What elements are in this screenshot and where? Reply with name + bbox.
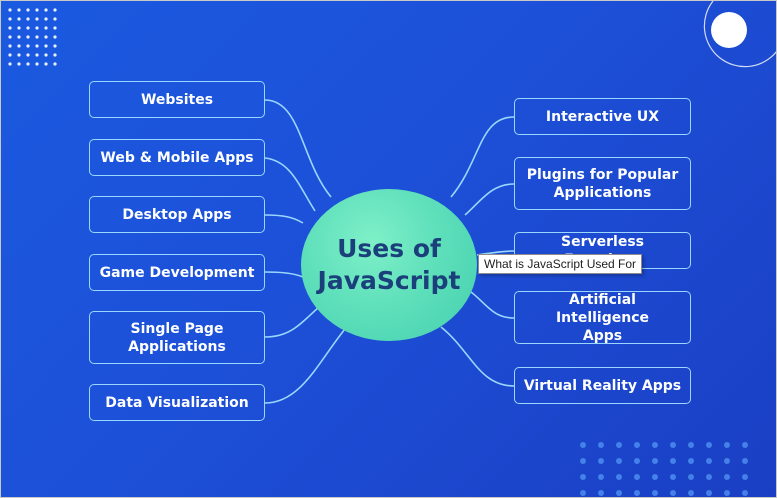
dot-pattern-top-left	[8, 8, 57, 66]
node-label-line-1: Single Page	[130, 320, 224, 337]
node-label: Websites	[140, 91, 214, 108]
node-label: Data Visualization	[105, 394, 249, 411]
node-game-development: Game Development	[89, 254, 265, 291]
node-plugins-for-popular-applications: Plugins for Popular Applications	[514, 157, 691, 210]
node-label: Desktop Apps	[122, 206, 232, 223]
node-label-line-1: Plugins for Popular	[526, 166, 679, 183]
node-desktop-apps: Desktop Apps	[89, 196, 265, 233]
connector-data-viz	[264, 328, 346, 404]
node-web-mobile-apps: Web & Mobile Apps	[89, 139, 265, 176]
connector-web-mobile	[264, 157, 316, 212]
node-data-visualization: Data Visualization	[89, 384, 265, 421]
center-title-line-2: JavaScript	[317, 266, 461, 295]
node-label-line-2: Applications	[553, 184, 652, 201]
node-virtual-reality-apps: Virtual Reality Apps	[514, 367, 691, 404]
connector-ai	[466, 288, 515, 319]
connector-desktop	[264, 214, 304, 224]
connector-spa	[264, 306, 320, 338]
node-artificial-intelligence-apps: Artificial Intelligence Apps	[514, 291, 691, 344]
connector-websites	[264, 99, 332, 198]
dot-pattern-bottom-right	[580, 442, 748, 496]
node-label: Game Development	[99, 264, 255, 281]
connector-vr	[440, 326, 515, 387]
connector-plugins	[464, 183, 515, 216]
node-websites: Websites	[89, 81, 265, 118]
decorative-circle-icon	[703, 1, 776, 68]
center-title-line-1: Uses of	[337, 234, 441, 263]
node-label-line-2: Applications	[128, 338, 226, 355]
node-single-page-applications: Single Page Applications	[89, 311, 265, 364]
connector-game-dev	[264, 271, 304, 278]
node-label-line-2: Apps	[582, 327, 623, 344]
image-tooltip: What is JavaScript Used For	[478, 254, 643, 274]
node-label-line-1: Artificial Intelligence	[555, 291, 650, 326]
node-interactive-ux: Interactive UX	[514, 98, 691, 135]
center-topic-circle: Uses of JavaScript	[301, 189, 477, 341]
connector-interactive-ux	[450, 116, 515, 198]
node-label: Web & Mobile Apps	[100, 149, 254, 166]
node-label: Interactive UX	[545, 108, 660, 125]
node-label: Virtual Reality Apps	[523, 377, 682, 394]
